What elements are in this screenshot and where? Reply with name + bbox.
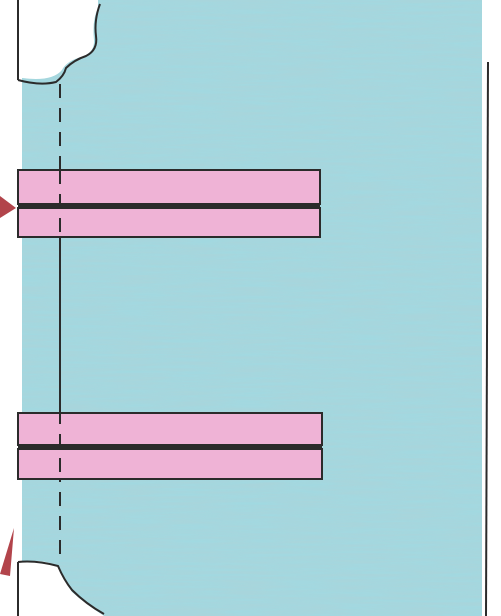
pink-strip xyxy=(18,208,320,237)
pink-strip xyxy=(18,413,322,445)
red-arrow xyxy=(0,196,16,218)
pink-strip-pair-lower xyxy=(18,413,322,479)
pink-strip xyxy=(18,449,322,479)
right-wall-line xyxy=(486,62,488,616)
red-arrow xyxy=(0,528,14,576)
pink-strip-pair-upper xyxy=(18,170,320,237)
pink-strip xyxy=(18,170,320,204)
